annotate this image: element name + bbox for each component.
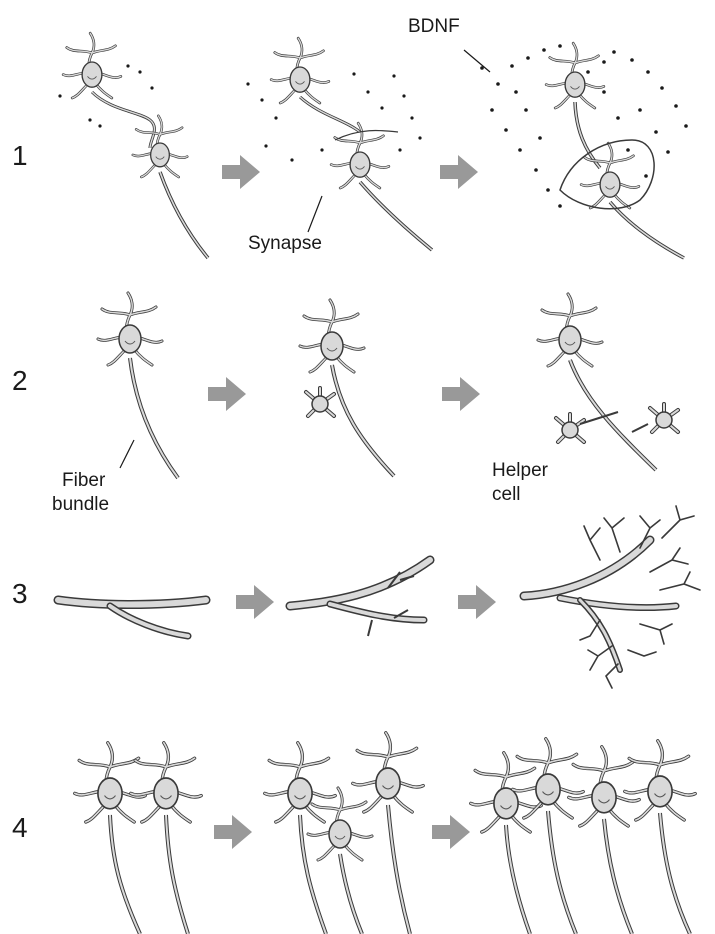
row-2-panel-3 xyxy=(538,294,678,470)
neuron-cell xyxy=(513,739,583,934)
neuron-cell xyxy=(133,116,208,258)
row-4-panel-1 xyxy=(75,743,201,934)
neuron-cell xyxy=(581,143,684,258)
right-arrow-icon xyxy=(208,377,246,411)
neuron-cell xyxy=(300,300,394,476)
right-arrow-icon xyxy=(458,585,496,619)
row-1-panel-1 xyxy=(58,33,208,258)
right-arrow-icon xyxy=(440,155,478,189)
neuron-cell xyxy=(471,753,541,934)
neuron-cell xyxy=(625,741,695,934)
neuron-cell xyxy=(569,747,639,934)
helper-cell-glyph xyxy=(650,404,678,432)
row-4-panel-2 xyxy=(265,733,423,934)
row-2-panel-1 xyxy=(98,293,178,478)
neuron-cell xyxy=(538,294,656,470)
neuron-cell xyxy=(265,743,335,934)
neuron-cell xyxy=(75,743,145,934)
neuron-cell xyxy=(271,38,360,132)
right-arrow-icon xyxy=(236,585,274,619)
right-arrow-icon xyxy=(442,377,480,411)
row-3-panel-3 xyxy=(524,506,700,688)
neuron-cell xyxy=(98,293,178,478)
right-arrow-icon xyxy=(222,155,260,189)
row-3-panel-2 xyxy=(290,560,430,636)
row-2-panel-2 xyxy=(300,300,394,476)
helper-cell-glyph xyxy=(306,388,334,416)
right-arrow-icon xyxy=(432,815,470,849)
bdnf-dots xyxy=(58,64,153,127)
row-1-panel-2 xyxy=(246,38,432,250)
fiber-bundle-pointer xyxy=(120,440,134,468)
synapse-pointer xyxy=(308,196,322,232)
row-3-panel-1 xyxy=(58,600,206,636)
bdnf-pointer xyxy=(464,50,490,72)
right-arrow-icon xyxy=(214,815,252,849)
neuron-cell xyxy=(331,123,432,250)
dendrite-branches xyxy=(580,506,700,688)
row-1-panel-3 xyxy=(464,43,688,258)
neuron-cell xyxy=(353,733,423,934)
neuron-cell xyxy=(131,743,201,934)
helper-cell-glyph xyxy=(556,414,584,442)
row-4-panel-3 xyxy=(471,739,695,934)
bdnf-dots xyxy=(480,44,688,208)
